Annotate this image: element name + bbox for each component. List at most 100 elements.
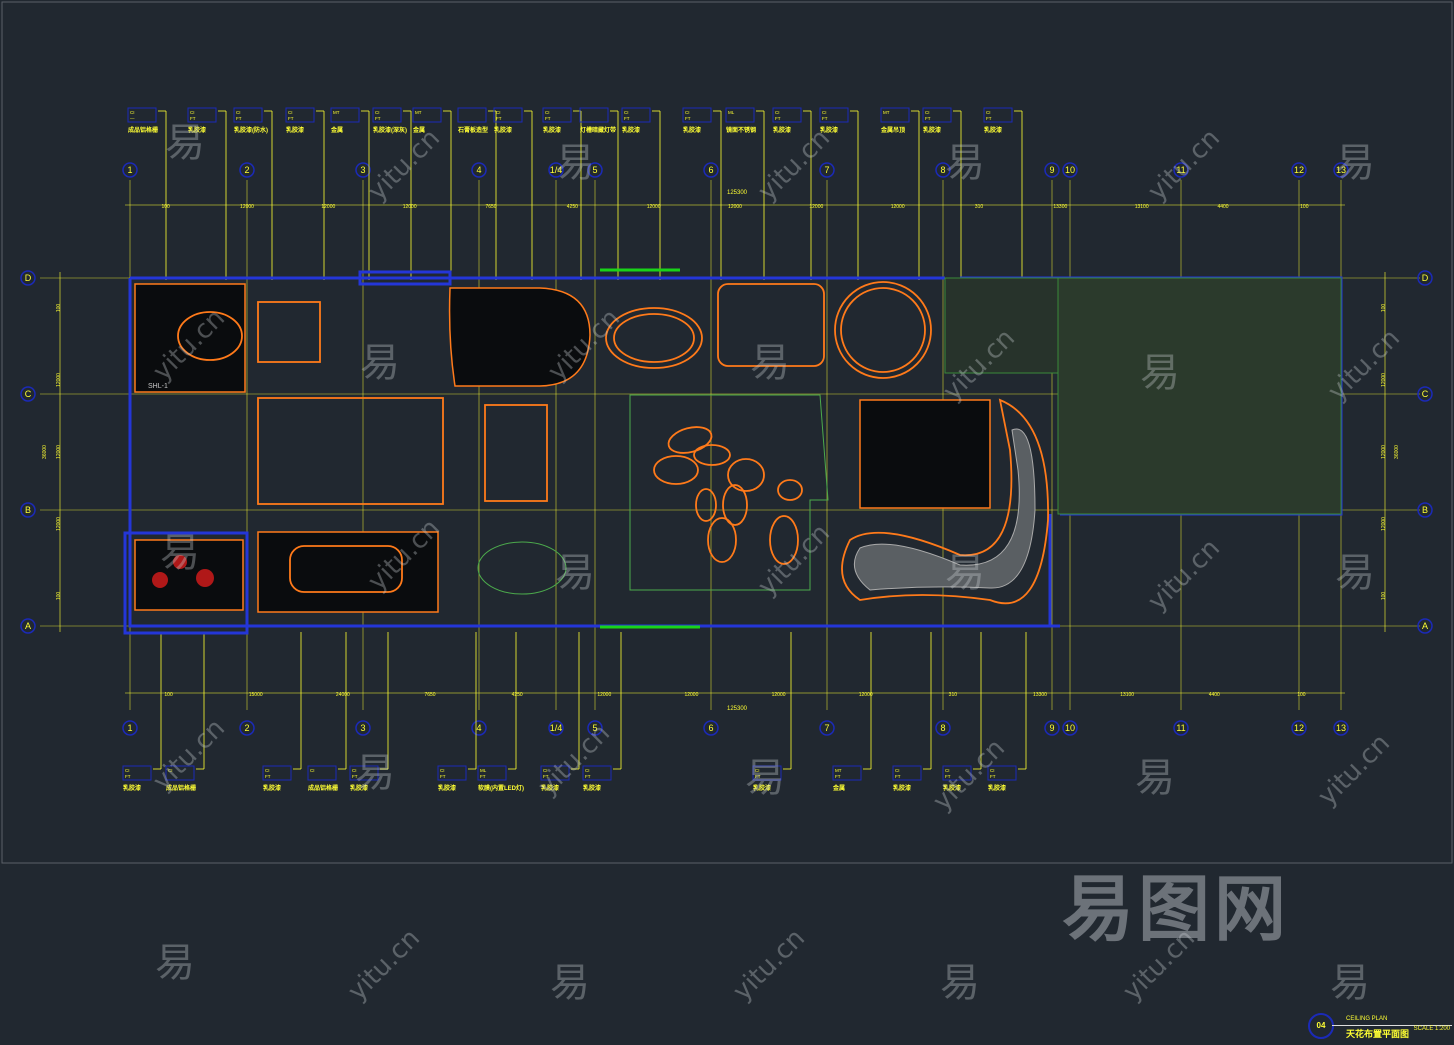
dimension-value: 12000 [321,204,335,210]
material-tag-box [262,765,292,781]
grid-bubble [1291,720,1307,736]
material-subcode: FT [895,774,901,779]
grid-bubble [703,162,719,178]
material-tag-box [752,765,782,781]
material-label: 乳胶漆(深灰) [373,126,407,134]
dimension-value: 12000 [809,204,823,210]
grid-label-col: 6 [708,723,713,733]
material-tag-box [412,107,442,123]
material-tag-box [330,107,360,123]
ceiling-features [177,281,1049,605]
dimension-value: 7650 [485,204,496,210]
material-code: CI [236,110,241,115]
grid-label-col: 8 [940,165,945,175]
grid-label-col: 1/4 [550,165,563,175]
material-code: MT [415,110,422,115]
dimension-value: 12000 [728,204,742,210]
dimension-value: 12000 [56,517,62,531]
grid-label-col: 9 [1049,723,1054,733]
material-code: CI [755,768,760,773]
material-label: 乳胶漆 [988,784,1006,792]
grid-label-col: 2 [244,165,249,175]
material-label: 乳胶漆 [683,126,701,134]
dimension-layer: 100 12000 12000 12000 7650 4250 12000 12000 1200… [42,190,1400,712]
material-code: CI [288,110,293,115]
material-tag-box [233,107,263,123]
grid-label-col: 11 [1176,165,1185,175]
material-tag-box [127,107,157,123]
grid-bubble [239,162,255,178]
dimension-value: 100 [1297,692,1306,698]
dimension-value: 7650 [424,692,435,698]
material-tag-box [307,765,337,781]
material-label: 软膜(内置LED灯) [478,784,524,792]
material-tag-box [582,765,612,781]
material-label: 乳胶漆 [984,126,1002,134]
grid-label-col: 13 [1336,165,1346,175]
dark-ceiling-areas [134,283,991,613]
green-outline-features [477,268,829,629]
grid-bubble [548,720,564,736]
material-code: MT [333,110,340,115]
dimension-value: 12000 [772,692,786,698]
material-label: 石膏板造型 [457,126,488,134]
material-tag-box [832,765,862,781]
grid-layer: 112233441/41/455667788991010111112121313… [20,162,1433,736]
material-tag-box [987,765,1017,781]
grid-bubble [1173,720,1189,736]
material-subcode: FT [265,774,271,779]
material-subcode: FT [925,116,931,121]
grid-bubble [703,720,719,736]
dimension-value: 12000 [891,204,905,210]
material-code: CI [925,110,930,115]
material-label: 成品铝格栅 [308,784,338,792]
grid-label-row: C [25,389,32,399]
grid-label-col: 12 [1294,723,1304,733]
material-label: 乳胶漆(防水) [234,126,268,134]
grid-bubble [587,162,603,178]
dimension-value: 13100 [1120,692,1134,698]
material-label: 乳胶漆 [893,784,911,792]
material-label: 乳胶漆 [188,126,206,134]
grid-bubble [587,720,603,736]
material-code: CI [190,110,195,115]
material-label: 乳胶漆 [543,126,561,134]
material-subcode: FT [775,116,781,121]
material-subcode: FT [545,116,551,121]
material-tag-box [165,765,195,781]
dimension-value: 4250 [512,692,523,698]
material-tag-box [122,765,152,781]
material-subcode: FT [440,774,446,779]
grid-bubble [20,386,36,402]
grid-label-col: 5 [592,723,597,733]
material-label: 乳胶漆 [438,784,456,792]
dimension-value: 12000 [1381,517,1387,531]
material-tag-box [187,107,217,123]
drawing-number: 04 [1308,1013,1334,1039]
dimension-value: 13300 [1033,692,1047,698]
dimension-total: 125300 [727,190,748,196]
grid-bubble [1062,720,1078,736]
grid-bubble [819,162,835,178]
material-tag-box [922,107,952,123]
grid-label-col: 1 [127,165,132,175]
dimension-value: 310 [949,692,958,698]
grid-bubble [471,720,487,736]
grid-bubble [355,720,371,736]
material-subcode: FT [585,774,591,779]
grid-bubble [935,720,951,736]
material-subcode: FT [190,116,196,121]
material-subcode: FT [543,774,549,779]
grid-bubble [20,270,36,286]
red-accents [152,555,214,588]
material-code: CI [352,768,357,773]
material-subcode: FT [822,116,828,121]
material-label: 乳胶漆 [350,784,368,792]
material-code: CI [545,110,550,115]
section-label: SHL-1 [148,383,168,390]
grid-label-row: B [1422,505,1428,515]
grid-bubble [1062,162,1078,178]
grid-label-col: 9 [1049,165,1054,175]
grid-label-col: 1/4 [550,723,563,733]
